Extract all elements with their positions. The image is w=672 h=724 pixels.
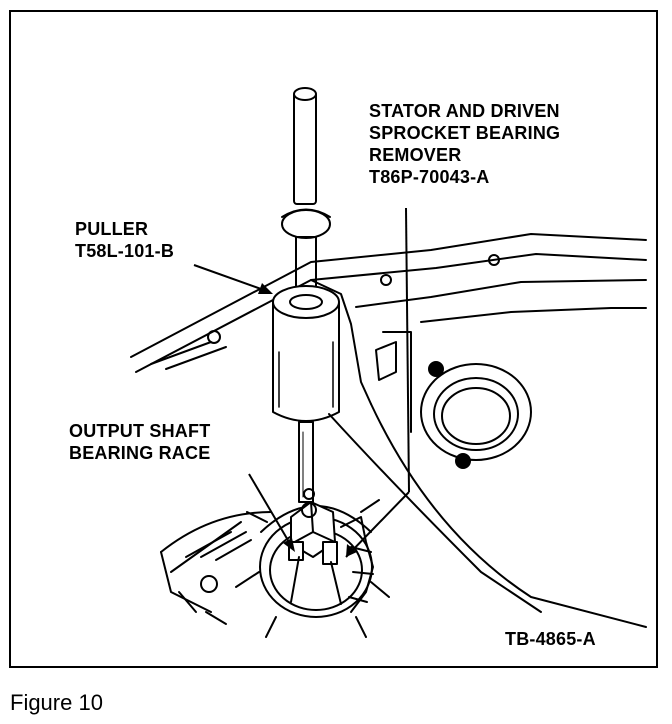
figure-caption: Figure 10 bbox=[10, 690, 103, 715]
puller-label: PULLER T58L-101-B bbox=[75, 218, 174, 262]
driven-sprocket bbox=[160, 511, 272, 625]
puller-part-number: T58L-101-B bbox=[75, 241, 175, 261]
puller-body bbox=[272, 285, 340, 422]
stator-remover-part-number: T86P-70043-A bbox=[369, 167, 490, 187]
transmission-case bbox=[130, 233, 647, 628]
output-shaft-line1: OUTPUT SHAFT bbox=[69, 421, 211, 441]
stator-remover-line2: SPROCKET BEARING bbox=[369, 123, 561, 143]
leader-lines bbox=[193, 207, 410, 558]
output-shaft-label: OUTPUT SHAFT BEARING RACE bbox=[69, 420, 210, 464]
lower-shaft bbox=[298, 421, 314, 503]
output-shaft-line2: BEARING RACE bbox=[69, 443, 211, 463]
stator-remover-line1: STATOR AND DRIVEN bbox=[369, 101, 560, 121]
slide-hammer-rod bbox=[281, 87, 331, 308]
figure-id-label: TB-4865-A bbox=[505, 629, 596, 649]
bearing-remover-adapter bbox=[288, 488, 342, 605]
figure-frame: STATOR AND DRIVEN SPROCKET BEARING REMOV… bbox=[9, 10, 658, 668]
stator-remover-label: STATOR AND DRIVEN SPROCKET BEARING REMOV… bbox=[369, 100, 560, 188]
sprocket-teeth bbox=[340, 516, 374, 613]
stator-remover-line3: REMOVER bbox=[369, 145, 462, 165]
case-bore bbox=[420, 361, 532, 469]
bearing-removal-illustration bbox=[130, 87, 647, 638]
puller-line1: PULLER bbox=[75, 219, 149, 239]
